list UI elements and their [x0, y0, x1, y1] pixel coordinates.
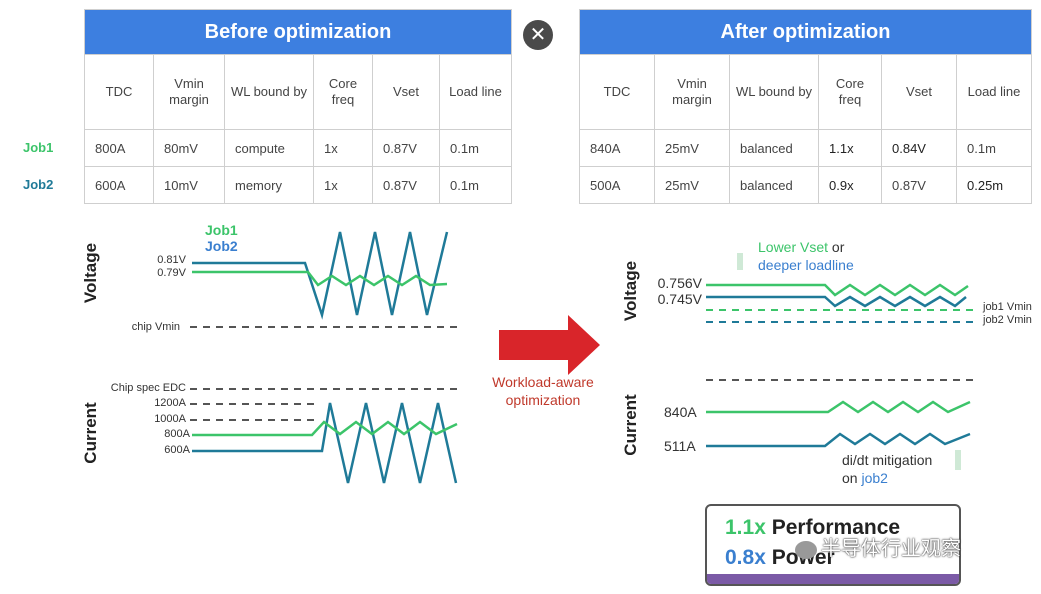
- col-header: TDC: [84, 54, 154, 130]
- job1-current-line: [192, 420, 458, 437]
- row-label-job2: Job2: [23, 177, 54, 192]
- voltage-axis-label-after: Voltage: [621, 260, 640, 322]
- table-cell: 0.84V: [881, 129, 957, 167]
- col-header: Load line: [439, 54, 512, 130]
- label-840a: 840A: [664, 404, 697, 420]
- watermark: 半导体行业观察: [795, 532, 961, 561]
- current-axis-label-after: Current: [621, 394, 640, 456]
- table-cell: 0.1m: [439, 129, 512, 167]
- col-header: Vset: [881, 54, 957, 130]
- table-cell: 25mV: [654, 166, 730, 204]
- perf-label: Performance: [765, 516, 901, 539]
- table-cell: 0.25m: [956, 166, 1032, 204]
- label-0.79v: 0.79V: [157, 267, 186, 279]
- col-header: Core freq: [818, 54, 882, 130]
- label-chip-vmin: chip Vmin: [131, 321, 180, 333]
- table-cell: 80mV: [153, 129, 225, 167]
- summary-bar: [707, 574, 959, 584]
- deeper-loadline-text: deeper loadline: [758, 257, 854, 273]
- annotation-top: Lower Vset or deeper loadline: [758, 238, 854, 274]
- before-table-title: Before optimization: [84, 9, 512, 55]
- label-job1-vmin: job1 Vmin: [983, 301, 1032, 313]
- col-header: Vset: [372, 54, 440, 130]
- table-cell: 600A: [84, 166, 154, 204]
- table-cell: 0.1m: [439, 166, 512, 204]
- col-header: WL bound by: [224, 54, 314, 130]
- label-511a: 511A: [664, 438, 696, 454]
- lower-vset-text: Lower Vset: [758, 239, 829, 255]
- table-cell: 0.9x: [818, 166, 882, 204]
- label-0.756v: 0.756V: [657, 275, 702, 291]
- job2-current-after: [706, 432, 971, 448]
- label-1000a: 1000A: [154, 413, 186, 425]
- job1-voltage-after: [706, 283, 969, 297]
- job2-voltage-after: [706, 295, 967, 308]
- table-cell: memory: [224, 166, 314, 204]
- table-cell: 1.1x: [818, 129, 882, 167]
- job2-voltage-line: [192, 231, 449, 320]
- voltage-axis-label: Voltage: [81, 242, 100, 304]
- table-cell: 0.87V: [372, 129, 440, 167]
- watermark-text: 半导体行业观察: [821, 538, 961, 560]
- job2-current-line: [192, 402, 458, 484]
- didt-text: di/dt mitigation: [842, 452, 933, 468]
- after-table-title: After optimization: [579, 9, 1032, 55]
- on-text: on: [842, 470, 862, 486]
- table-cell: 10mV: [153, 166, 225, 204]
- col-header: WL bound by: [729, 54, 819, 130]
- annotation-bottom: di/dt mitigation on job2: [842, 451, 932, 487]
- col-header: Core freq: [313, 54, 373, 130]
- label-0.745v: 0.745V: [657, 291, 702, 307]
- wechat-icon: [795, 540, 817, 559]
- arrow-label-line2: optimization: [505, 392, 581, 408]
- red-arrow: [499, 315, 600, 375]
- label-600a: 600A: [164, 444, 190, 456]
- legend-job2: Job2: [205, 238, 238, 254]
- arrow-label-line1: Workload-aware: [492, 374, 594, 390]
- col-header: Vmin margin: [153, 54, 225, 130]
- job2-text: job2: [861, 470, 888, 486]
- table-cell: 0.1m: [956, 129, 1032, 167]
- label-1200a: 1200A: [154, 397, 186, 409]
- table-cell: balanced: [729, 166, 819, 204]
- legend-job1: Job1: [205, 222, 238, 238]
- table-cell: 800A: [84, 129, 154, 167]
- arrow-label: Workload-aware optimization: [478, 373, 608, 409]
- job1-current-after: [706, 400, 971, 414]
- col-header: Load line: [956, 54, 1032, 130]
- power-value: 0.8x: [725, 546, 766, 569]
- after-table: After optimization TDC Vmin margin WL bo…: [579, 9, 1032, 204]
- or-text: or: [828, 239, 845, 255]
- label-job2-vmin: job2 Vmin: [983, 314, 1032, 326]
- label-chip-spec-edc: Chip spec EDC: [110, 382, 186, 394]
- label-800a: 800A: [164, 428, 190, 440]
- col-header: Vmin margin: [654, 54, 730, 130]
- current-axis-label: Current: [81, 402, 100, 464]
- job1-voltage-line: [192, 270, 448, 287]
- before-table: Before optimization TDC Vmin margin WL b…: [84, 9, 512, 204]
- table-cell: 0.87V: [881, 166, 957, 204]
- row-label-job1: Job1: [23, 140, 54, 155]
- close-icon[interactable]: ✕: [523, 20, 553, 50]
- table-cell: 25mV: [654, 129, 730, 167]
- table-cell: 1x: [313, 129, 373, 167]
- label-0.81v: 0.81V: [157, 254, 186, 266]
- perf-value: 1.1x: [725, 516, 766, 539]
- summary-box: 1.1x Performance 0.8x Power: [705, 504, 961, 586]
